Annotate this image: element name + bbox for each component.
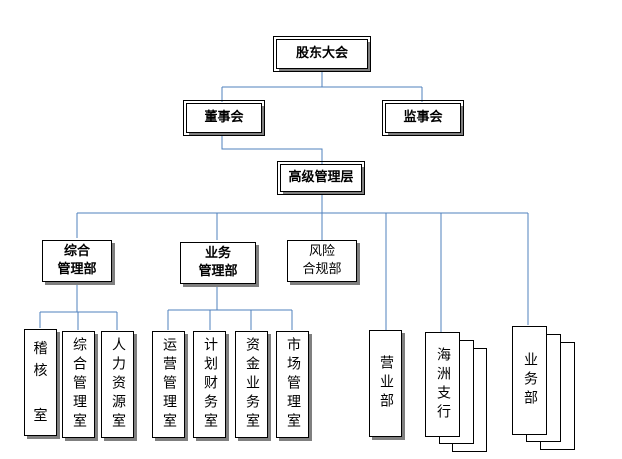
- market-room-box: 市场管理室: [276, 331, 309, 438]
- supervisors-label: 监事会: [403, 110, 443, 126]
- market-room-label: 市场管理室: [284, 337, 301, 432]
- management-label: 高级管理层: [288, 170, 354, 186]
- finance-room-label: 计划财务室: [201, 337, 218, 432]
- audit-room-label: 稽 核 室: [33, 340, 48, 424]
- risk-dept-label: 风险 合规部: [302, 244, 342, 277]
- hr-room-box: 人力资源室: [101, 331, 134, 438]
- shareholders-box: 股东大会: [273, 36, 371, 72]
- ops-room-label: 运营管理室: [160, 337, 177, 432]
- general-dept-label: 综合 管理部: [57, 244, 97, 277]
- business-dept-label: 业务 管理部: [198, 246, 238, 279]
- supervisors-box: 监事会: [382, 100, 464, 136]
- fund-room-label: 资金业务室: [243, 337, 260, 432]
- general-dept-box: 综合 管理部: [42, 240, 112, 282]
- general-room-label: 综合管理室: [70, 337, 87, 432]
- branch-label: 海洲支行: [434, 346, 451, 423]
- branch-box: 海洲支行: [425, 332, 460, 437]
- risk-dept-box: 风险 合规部: [287, 240, 357, 282]
- finance-room-box: 计划财务室: [193, 331, 226, 438]
- general-room-box: 综合管理室: [62, 331, 95, 438]
- business-unit-box: 业务部: [512, 326, 547, 435]
- business-unit-label: 业务部: [521, 352, 538, 409]
- audit-room-box: 稽 核 室: [24, 329, 57, 436]
- ops-room-box: 运营管理室: [152, 331, 185, 438]
- sales-dept-box: 营业部: [369, 330, 402, 437]
- hr-room-label: 人力资源室: [109, 337, 126, 432]
- board-box: 董事会: [183, 100, 265, 136]
- fund-room-box: 资金业务室: [235, 331, 268, 438]
- sales-dept-label: 营业部: [377, 355, 394, 412]
- board-label: 董事会: [204, 110, 244, 126]
- business-dept-box: 业务 管理部: [180, 242, 256, 284]
- shareholders-label: 股东大会: [295, 46, 348, 62]
- management-box: 高级管理层: [277, 161, 365, 195]
